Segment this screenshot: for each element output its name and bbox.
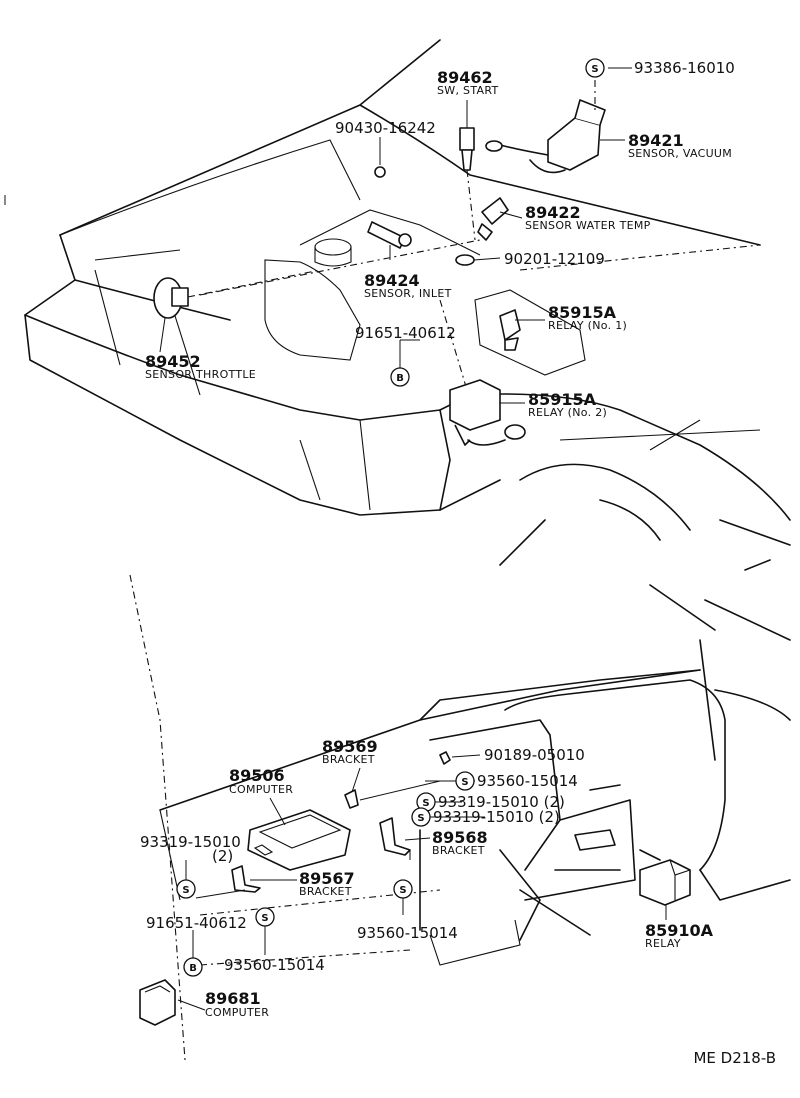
part-number-91651-top: 91651-40612 — [355, 324, 456, 342]
part-number-89422: 89422 — [525, 203, 581, 222]
marker-b-91651-top: B — [390, 367, 410, 387]
part-label-89422: SENSOR WATER TEMP — [525, 219, 651, 232]
part-number-89567: 89567 — [299, 869, 355, 888]
bracket-89569-part — [344, 789, 359, 809]
part-number-93319-b: 93319-15010 (2) — [433, 808, 560, 826]
relay-no1-part — [474, 289, 586, 376]
part-label-85915a-1: RELAY (No. 1) — [548, 319, 627, 332]
part-label-89421: SENSOR, VACUUM — [628, 147, 732, 160]
dashboard-outline — [129, 559, 791, 1061]
part-number-93319-c: 93319-15010 — [140, 833, 241, 851]
svg-text:S: S — [591, 64, 598, 75]
svg-text:B: B — [396, 373, 404, 384]
part-number-93386: 93386-16010 — [634, 59, 735, 77]
bracket-89567-part — [231, 865, 261, 893]
marker-s-93560-b: S — [255, 907, 275, 927]
part-number-93560-c: 93560-15014 — [357, 924, 458, 942]
throttle-sensor-part — [153, 269, 321, 319]
screw-90189-part — [439, 751, 451, 765]
part-number-89452: 89452 — [145, 352, 201, 371]
part-label-89567: BRACKET — [299, 885, 352, 898]
part-number-90189: 90189-05010 — [484, 746, 585, 764]
part-number-89506: 89506 — [229, 766, 285, 785]
part-number-90201: 90201-12109 — [504, 250, 605, 268]
computer-89506-part — [247, 809, 351, 871]
part-qty-93319-c: (2) — [212, 847, 233, 865]
inlet-sensor-part — [367, 166, 412, 249]
part-number-93319-a: 93319-15010 (2) — [438, 793, 565, 811]
part-label-89452: SENSOR THROTTLE — [145, 368, 256, 381]
computer-89681-part — [139, 979, 176, 1026]
part-number-93560-a: 93560-15014 — [477, 772, 578, 790]
part-number-89424: 89424 — [364, 271, 420, 290]
part-label-89506: COMPUTER — [229, 783, 293, 796]
part-label-85910a: RELAY — [645, 937, 681, 950]
part-number-89568: 89568 — [432, 828, 488, 847]
svg-text:S: S — [182, 885, 189, 896]
vacuum-sensor-part — [485, 80, 606, 174]
part-number-89462: 89462 — [437, 68, 493, 87]
svg-text:S: S — [422, 798, 429, 809]
part-number-89569: 89569 — [322, 737, 378, 756]
part-label-85915a-2: RELAY (No. 2) — [528, 406, 607, 419]
engine-bay-outline — [4, 39, 791, 566]
relay-no2-part — [449, 379, 526, 446]
marker-s-93319-a: S — [416, 792, 436, 812]
part-label-89681: COMPUTER — [205, 1006, 269, 1019]
marker-s-93386: S — [585, 58, 605, 78]
marker-s-93319-c: S — [176, 879, 196, 899]
part-number-85915a-2: 85915A — [528, 390, 597, 409]
bracket-89568-part — [379, 817, 411, 856]
start-switch-part — [459, 100, 476, 241]
water-temp-sensor-part — [477, 197, 509, 241]
marker-s-93560-a: S — [455, 771, 475, 791]
part-number-89681: 89681 — [205, 989, 261, 1008]
svg-text:S: S — [399, 885, 406, 896]
svg-text:S: S — [417, 813, 424, 824]
part-number-85910a: 85910A — [645, 921, 714, 940]
part-number-93560-b: 93560-15014 — [224, 956, 325, 974]
part-number-91651-bottom: 91651-40612 — [146, 914, 247, 932]
diagram-code: ME D218-B — [693, 1049, 776, 1067]
part-label-89568: BRACKET — [432, 844, 485, 857]
marker-s-93560-c: S — [393, 879, 413, 899]
svg-text:B: B — [189, 963, 197, 974]
part-number-90430: 90430-16242 — [335, 119, 436, 137]
relay-85910a-part — [639, 859, 691, 906]
part-label-89424: SENSOR, INLET — [364, 287, 452, 300]
gasket-90201-part — [455, 254, 475, 266]
part-label-89569: BRACKET — [322, 753, 375, 766]
part-number-89421: 89421 — [628, 131, 684, 150]
part-label-89462: SW, START — [437, 84, 499, 97]
marker-b-91651-bottom: B — [183, 957, 203, 977]
part-number-85915a-1: 85915A — [548, 303, 617, 322]
svg-text:S: S — [461, 777, 468, 788]
top-leaders — [159, 67, 632, 404]
svg-text:S: S — [261, 913, 268, 924]
marker-s-93319-b: S — [411, 807, 431, 827]
